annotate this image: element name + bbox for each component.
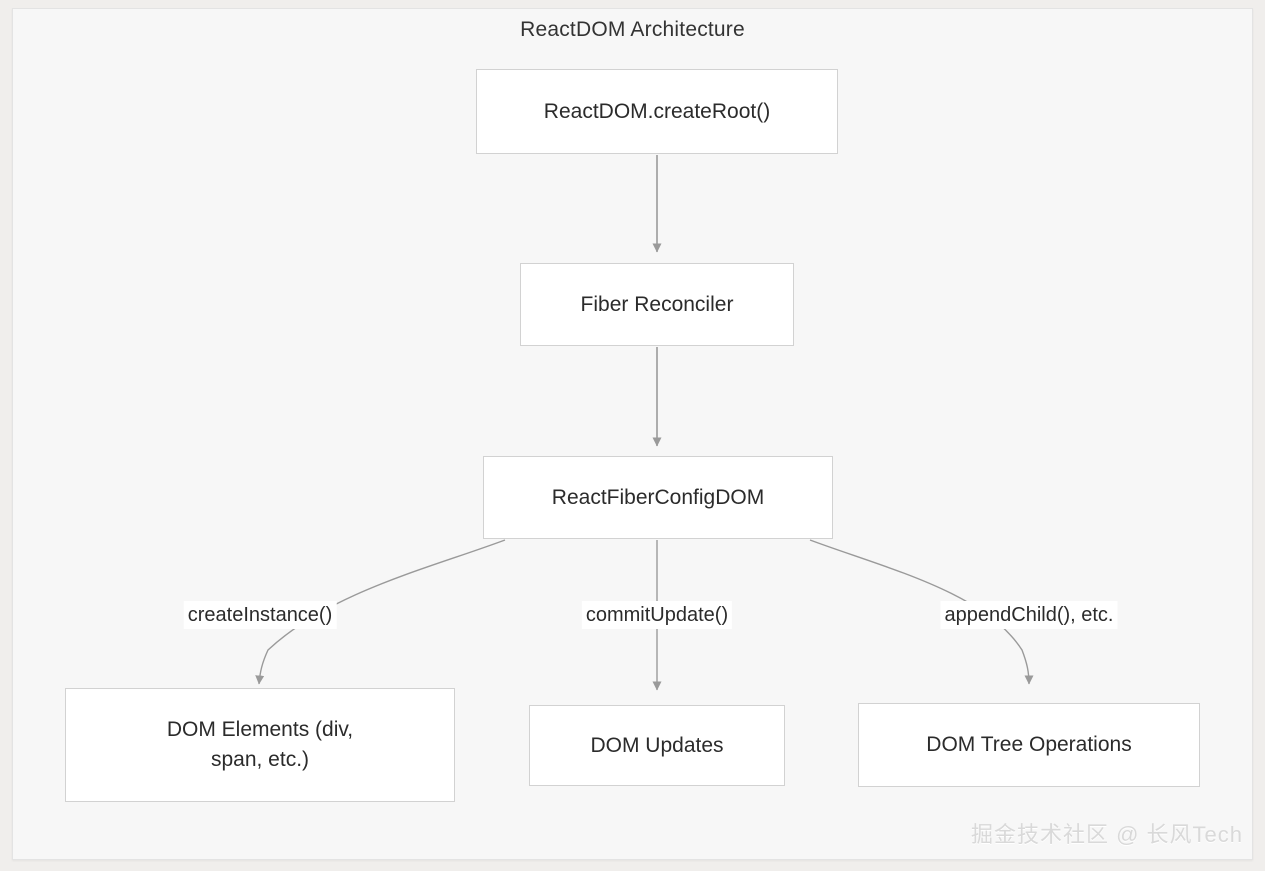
node-label-line-1: DOM Elements (div, bbox=[166, 718, 354, 742]
node-label-line-2: span, etc.) bbox=[210, 748, 310, 771]
edge-label-create-instance: createInstance() bbox=[183, 601, 337, 629]
node-dom-updates[interactable]: DOM Updates bbox=[529, 705, 785, 786]
edge-label-append-child: appendChild(), etc. bbox=[940, 601, 1118, 629]
node-react-dom-create-root[interactable]: ReactDOM.createRoot() bbox=[476, 69, 838, 154]
node-dom-tree-operations[interactable]: DOM Tree Operations bbox=[858, 703, 1200, 787]
node-label: Fiber Reconciler bbox=[580, 292, 734, 316]
watermark: 掘金技术社区 @ 长风Tech bbox=[970, 822, 1243, 847]
node-label: ReactDOM.createRoot() bbox=[543, 99, 771, 123]
diagram-title: ReactDOM Architecture bbox=[520, 18, 745, 41]
node-fiber-reconciler[interactable]: Fiber Reconciler bbox=[520, 263, 794, 346]
edge-label-commit-update: commitUpdate() bbox=[581, 601, 733, 629]
node-label: DOM Tree Operations bbox=[926, 733, 1132, 757]
node-dom-elements[interactable]: DOM Elements (div, span, etc.) bbox=[65, 688, 455, 802]
node-label: DOM Updates bbox=[590, 733, 724, 757]
node-react-fiber-config-dom[interactable]: ReactFiberConfigDOM bbox=[483, 456, 833, 539]
node-label: ReactFiberConfigDOM bbox=[551, 485, 765, 509]
